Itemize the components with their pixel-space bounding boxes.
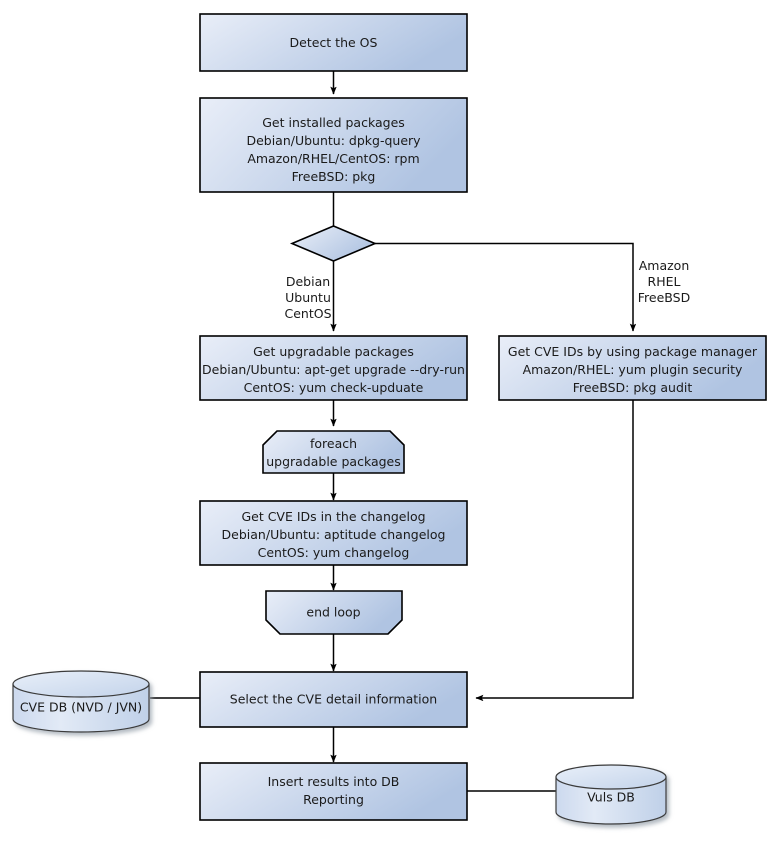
get-cve-ids-changelog-label-1: Get CVE IDs in the changelog <box>241 509 425 524</box>
get-upgradable-packages-label-1: Get upgradable packages <box>253 344 414 359</box>
left-branch-label-1: Debian <box>286 274 330 289</box>
right-branch-label-1: Amazon <box>639 258 690 273</box>
node-os-decision[interactable] <box>289 225 378 262</box>
get-cve-ids-package-manager-label-1: Get CVE IDs by using package manager <box>508 344 758 359</box>
insert-results-label-2: Reporting <box>303 792 364 807</box>
left-branch-label-3: CentOS <box>284 306 331 321</box>
node-loop-start[interactable]: foreach upgradable packages <box>262 430 405 474</box>
node-vuls-db[interactable] <box>555 764 667 825</box>
right-branch-label-2: RHEL <box>648 274 681 289</box>
get-cve-ids-package-manager-label-2: Amazon/RHEL: yum plugin security <box>523 362 743 377</box>
get-upgradable-packages-label-3: CentOS: yum check-upduate <box>244 380 424 395</box>
select-cve-detail-label: Select the CVE detail information <box>230 692 437 707</box>
node-insert-results[interactable]: Insert results into DB Reporting <box>199 762 468 821</box>
vuls-db-body[interactable] <box>555 776 667 825</box>
cve-db-label: CVE DB (NVD / JVN) <box>20 700 142 715</box>
vuls-db-label: Vuls DB <box>587 790 635 805</box>
left-branch-label-2: Ubuntu <box>285 290 331 305</box>
get-cve-ids-changelog-label-3: CentOS: yum changelog <box>258 545 410 560</box>
get-installed-packages-shape[interactable] <box>199 97 468 193</box>
node-get-cve-ids-changelog[interactable]: Get CVE IDs in the changelog Debian/Ubun… <box>199 500 468 566</box>
loop-start-label-2: upgradable packages <box>266 454 401 469</box>
get-installed-packages-label-4: FreeBSD: pkg <box>292 169 376 184</box>
loop-end-shape[interactable] <box>265 590 403 635</box>
cve-db-body[interactable] <box>12 683 150 733</box>
get-cve-ids-changelog-shape[interactable] <box>199 500 468 566</box>
select-cve-detail-shape[interactable] <box>199 671 468 728</box>
edge-label-left-branch: Debian Ubuntu CentOS <box>284 274 331 321</box>
node-loop-end[interactable]: end loop <box>265 590 403 635</box>
detect-os-label-1: Detect the OS <box>290 35 378 50</box>
insert-results-label-1: Insert results into DB <box>268 774 400 789</box>
os-decision-shape[interactable] <box>289 225 378 262</box>
get-cve-ids-package-manager-shape[interactable] <box>498 335 767 401</box>
edge-decision-right-branch <box>375 242 637 332</box>
get-installed-packages-label-1: Get installed packages <box>262 115 405 130</box>
get-cve-ids-package-manager-label-3: FreeBSD: pkg audit <box>573 380 693 395</box>
cve-db-top <box>12 670 150 698</box>
edge-package-manager-to-select-cve <box>475 400 634 702</box>
node-get-installed-packages[interactable]: Get installed packages Debian/Ubuntu: dp… <box>199 97 468 193</box>
right-branch-label-3: FreeBSD <box>638 290 690 305</box>
loop-end-label-1: end loop <box>306 605 360 620</box>
detect-os-shape[interactable] <box>199 13 468 72</box>
vuls-db-top <box>555 764 667 790</box>
get-installed-packages-label-3: Amazon/RHEL/CentOS: rpm <box>247 151 419 166</box>
node-get-cve-ids-package-manager[interactable]: Get CVE IDs by using package manager Ama… <box>498 335 767 401</box>
get-upgradable-packages-label-2: Debian/Ubuntu: apt-get upgrade --dry-run <box>202 362 465 377</box>
get-upgradable-packages-shape[interactable] <box>199 335 468 401</box>
node-select-cve-detail[interactable]: Select the CVE detail information <box>199 671 468 728</box>
get-installed-packages-label-2: Debian/Ubuntu: dpkg-query <box>246 133 421 148</box>
get-cve-ids-changelog-label-2: Debian/Ubuntu: aptitude changelog <box>222 527 446 542</box>
node-get-upgradable-packages[interactable]: Get upgradable packages Debian/Ubuntu: a… <box>199 335 468 401</box>
insert-results-shape[interactable] <box>199 762 468 821</box>
edge-label-right-branch: Amazon RHEL FreeBSD <box>638 258 690 305</box>
node-cve-db[interactable] <box>12 670 150 733</box>
node-detect-os[interactable]: Detect the OS <box>199 13 468 72</box>
loop-start-label-1: foreach <box>310 436 357 451</box>
loop-start-shape[interactable] <box>262 430 405 474</box>
edges-layer <box>150 71 637 792</box>
